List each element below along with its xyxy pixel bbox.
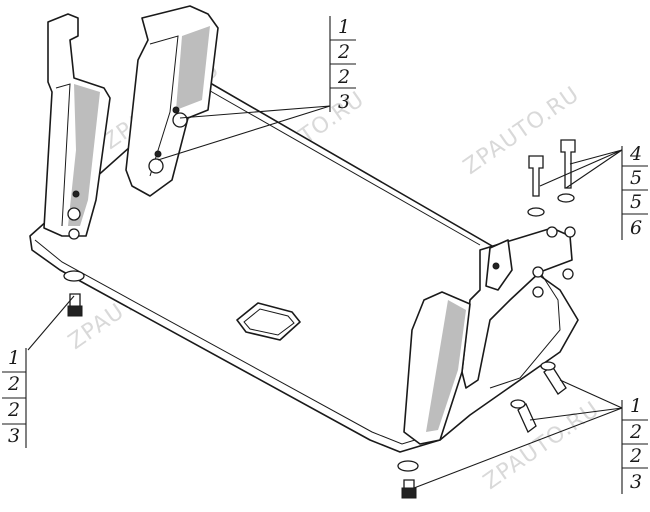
callout-label: 1 [630, 395, 642, 417]
left-washer [63, 270, 85, 282]
center-bracket-shadow [176, 26, 210, 110]
bottom-bolt-head [401, 487, 417, 499]
right-bracket-shadow [426, 300, 466, 432]
callout-frame [621, 146, 648, 240]
access-hole-inner [243, 308, 295, 336]
callout-label: 6 [630, 217, 642, 239]
watermark: ZPAUTO.RU [479, 397, 604, 495]
right-bracket-stud [492, 262, 500, 270]
callout-label: 3 [630, 471, 642, 493]
upper-bolt-long [560, 139, 576, 189]
center-bracket [125, 5, 219, 197]
right-bracket [403, 226, 576, 445]
center-bracket-washer-bottom [148, 158, 164, 174]
leader-left-lower [27, 295, 75, 351]
callout-frame [621, 400, 648, 494]
right-bracket-washer-1 [546, 226, 558, 238]
right-bracket-nut-3 [532, 286, 544, 298]
center-bracket-nut-bottom [154, 150, 162, 158]
right-bracket-nut-2 [562, 268, 574, 280]
callout-label: 1 [338, 16, 350, 38]
right-bracket-nut-1 [532, 266, 544, 278]
leader-right-upper [539, 149, 623, 189]
bottom-washer [397, 460, 419, 472]
leader-lines [27, 105, 623, 489]
center-bracket-washer-top [172, 112, 188, 128]
upper-bolt-short [528, 155, 544, 197]
upper-washer-2 [527, 207, 545, 217]
lower-right-washer-2 [510, 399, 526, 409]
callout-label: 4 [629, 143, 642, 165]
center-bracket-nut-top [172, 106, 180, 114]
left-bracket-crease [55, 83, 71, 227]
callout-label: 2 [337, 66, 350, 88]
callout-label: 2 [629, 445, 642, 467]
callout-frame [2, 348, 27, 448]
upper-washer-1 [557, 193, 575, 203]
center-bracket-crease [149, 35, 179, 177]
left-bracket-bolt [72, 190, 80, 198]
callout-label: 2 [7, 373, 20, 395]
left-bracket [43, 13, 111, 240]
left-bolt-head [67, 305, 83, 317]
callout-label: 3 [8, 425, 20, 447]
callout-frame [329, 16, 356, 112]
callout-label: 1 [8, 347, 20, 369]
callout-left-lower: 1 2 2 3 [2, 347, 27, 448]
callout-label: 5 [630, 167, 642, 189]
right-bracket-washer-2 [564, 226, 576, 238]
callout-label: 2 [7, 399, 20, 421]
lower-right-washer-1 [540, 361, 556, 371]
callout-label: 3 [338, 91, 350, 113]
callout-label: 2 [629, 421, 642, 443]
leader-right-lower [413, 379, 623, 489]
left-bracket-nut [68, 228, 80, 240]
callout-right-lower: 1 2 2 3 [621, 395, 648, 494]
callout-right-upper: 4 5 5 6 [621, 143, 648, 240]
hardware [63, 139, 576, 499]
callout-top-center: 1 2 2 3 [329, 16, 356, 113]
right-bracket-side [489, 271, 561, 389]
leader-top-center [157, 105, 331, 161]
callout-label: 5 [630, 191, 642, 213]
plate-bend [204, 87, 481, 246]
left-bracket-washer [67, 207, 81, 221]
callout-label: 2 [337, 41, 350, 63]
